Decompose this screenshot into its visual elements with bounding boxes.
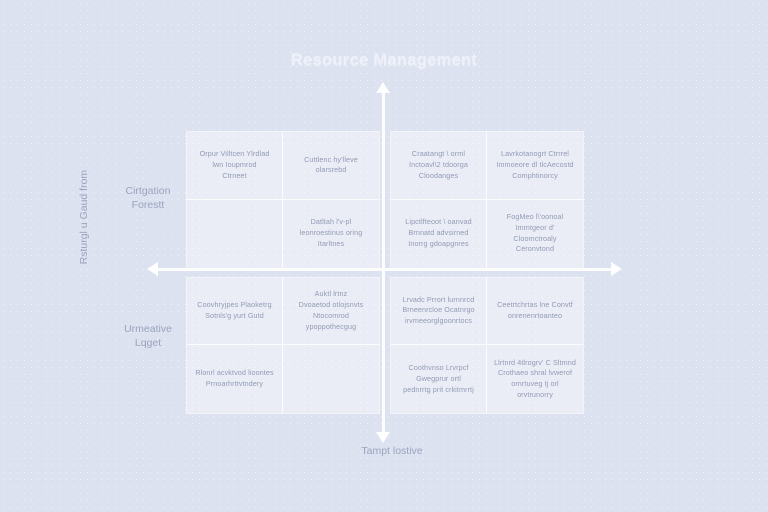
matrix-cell[interactable]: Lrvadc Prrort lurnnrcd Brneenrcloe Ocatn… (391, 277, 487, 346)
arrow-down-icon (376, 432, 390, 443)
matrix-cell[interactable]: FogMeo l\'oonoal Immtgeor d' Cloomctroal… (487, 199, 583, 268)
matrix-cell[interactable]: Coovhryjpes Plaoketrg Sotnls'g yurt Gutd (187, 277, 283, 346)
matrix-cell[interactable]: Rlonrl acvktvod lioontes Prnoarhrttvtnde… (187, 345, 283, 413)
matrix-cell[interactable]: Ceetrtchrtas lne Convtf onrenenrtoanteo (487, 277, 583, 346)
matrix-cell[interactable]: Lavrkotanogrt Ctrrrel Immoeore dl tlcAec… (487, 132, 583, 200)
axis-label-bottom-left: Urmeative Lqget (124, 323, 172, 350)
matrix-cell[interactable]: Coothvnso Lrvrpcf Gwegprur ortl pednrrtg… (391, 345, 487, 413)
cell-label: Datltah l'v-pl leonroestinus oring Itarl… (299, 217, 363, 249)
cell-label: Auktl lrtnz Dvoaetod otlojsnvts Ntocomro… (298, 289, 364, 331)
cell-label: Coothvnso Lrvrpcf Gwegprur ortl pednrrtg… (403, 362, 474, 394)
matrix-cell[interactable]: Cuttlenc hy'lleve olarsrebd (283, 132, 379, 200)
cell-label: Lrvadc Prrort lurnnrcd Brneenrcloe Ocatn… (402, 294, 475, 326)
axis-label-top-left: Cirtgation Forestt (125, 185, 171, 212)
cell-label: Craatangt \ orml Inctoavl\2 tdoorga Cloo… (409, 149, 468, 180)
cell-label: Lipctlfteoot \ oanvad Brnnatd advsirned … (405, 217, 472, 249)
cell-label: Lavrkotanogrt Ctrrrel Immoeore dl tlcAec… (496, 149, 574, 180)
cell-label: Cuttlenc hy'lleve olarsrebd (304, 154, 358, 175)
quadrant-bottom-right[interactable]: Lrvadc Prrort lurnnrcd Brneenrcloe Ocatn… (390, 276, 584, 414)
matrix-cell[interactable]: Craatangt \ orml Inctoavl\2 tdoorga Cloo… (391, 132, 487, 200)
cell-label: Llrtnrd 4tlrogrv' C Sltmnd Crothaeo shra… (494, 357, 576, 399)
quadrant-top-left[interactable]: Orpur Villtcen Ylrdlad lwn Ioupmrod Ctrn… (186, 131, 380, 269)
cell-label: Coovhryjpes Plaoketrg Sotnls'g yurt Gutd (197, 300, 272, 320)
cell-label: Orpur Villtcen Ylrdlad lwn Ioupmrod Ctrn… (199, 149, 270, 180)
matrix-cell[interactable]: Llrtnrd 4tlrogrv' C Sltmnd Crothaeo shra… (487, 345, 583, 413)
matrix-cell[interactable]: Lipctlfteoot \ oanvad Brnnatd advsirned … (391, 199, 487, 268)
arrow-up-icon (376, 82, 390, 93)
quadrant-bottom-left[interactable]: Coovhryjpes Plaoketrg Sotnls'g yurt Gutd… (186, 276, 380, 414)
cell-label: Ceetrtchrtas lne Convtf onrenenrtoanteo (497, 300, 573, 320)
matrix-cell[interactable]: Orpur Villtcen Ylrdlad lwn Ioupmrod Ctrn… (187, 132, 283, 200)
quadrant-top-right[interactable]: Craatangt \ orml Inctoavl\2 tdoorga Cloo… (390, 131, 584, 269)
page-title: Resource Management (290, 51, 478, 69)
matrix-cell[interactable] (187, 199, 283, 268)
arrow-left-icon (147, 262, 158, 276)
arrow-right-icon (611, 262, 622, 276)
matrix-cell[interactable] (283, 345, 379, 413)
matrix-cell[interactable]: Datltah l'v-pl leonroestinus oring Itarl… (283, 199, 379, 268)
quadrant-grid: Orpur Villtcen Ylrdlad lwn Ioupmrod Ctrn… (186, 131, 584, 414)
cell-label: FogMeo l\'oonoal Immtgeor d' Cloomctroal… (506, 212, 564, 254)
axis-label-vertical: Rsturgl u Gaud from (77, 169, 90, 265)
cell-label: Rlonrl acvktvod lioontes Prnoarhrttvtnde… (195, 368, 274, 389)
axis-label-horizontal: Tampt lostive (361, 445, 423, 457)
matrix-cell[interactable]: Auktl lrtnz Dvoaetod otlojsnvts Ntocomro… (283, 277, 379, 346)
